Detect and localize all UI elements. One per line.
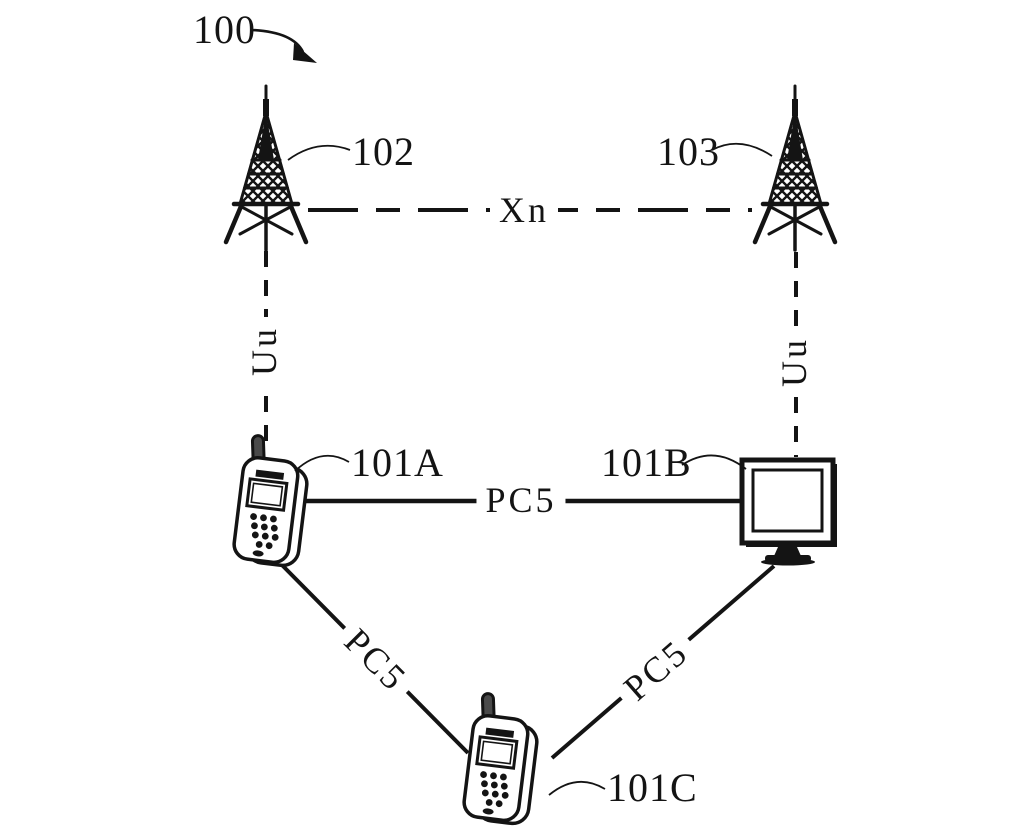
uu-right-interface-label: Uu bbox=[774, 328, 814, 396]
ue-101a-label: 101A bbox=[351, 440, 444, 485]
base-station-103-icon bbox=[755, 86, 835, 250]
pc5-horizontal-interface-label: PC5 bbox=[476, 480, 566, 520]
ue-phone-101c-icon bbox=[460, 689, 544, 827]
leader-102 bbox=[287, 144, 351, 161]
base-station-102-icon bbox=[226, 86, 306, 250]
figure-ref-label: 100 bbox=[193, 7, 256, 52]
base-station-103-label: 103 bbox=[657, 129, 720, 174]
leader-103 bbox=[711, 142, 773, 157]
leader-101b bbox=[681, 454, 747, 470]
uu-left-interface-label: Uu bbox=[244, 317, 284, 385]
ue-phone-101a-icon bbox=[230, 431, 314, 569]
xn-interface-label: Xn bbox=[490, 190, 558, 230]
ue-101c-label: 101C bbox=[607, 765, 698, 810]
ue-101b-label: 101B bbox=[601, 440, 692, 485]
leader-101a bbox=[294, 454, 350, 472]
ue-monitor-101b-icon bbox=[742, 460, 837, 566]
base-station-102-label: 102 bbox=[352, 129, 415, 174]
leader-101c bbox=[548, 780, 606, 796]
figure-ref-arrow bbox=[251, 28, 317, 63]
